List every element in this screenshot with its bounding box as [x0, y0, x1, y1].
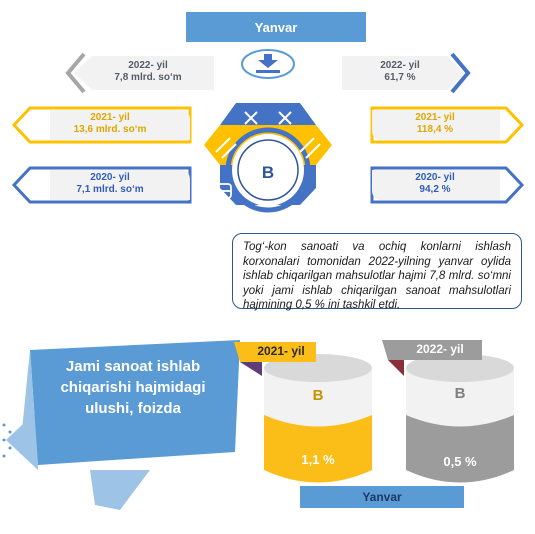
center-letter: B — [261, 163, 275, 182]
right-2020-value: 94,2 % — [419, 184, 451, 195]
ribbon-banner — [6, 340, 240, 510]
explosive-icon — [215, 137, 321, 159]
left-2020-year: 2020- yil — [90, 172, 130, 183]
row-2021-right-arrow — [370, 106, 525, 144]
cylinder-2022-value: 0,5 % — [443, 454, 477, 469]
cylinder-2021-letter: B — [312, 387, 324, 404]
bottom-graphics — [2, 340, 514, 510]
right-2022-value: 61,7 % — [384, 72, 416, 83]
top-graphics — [11, 12, 525, 213]
right-2021-value: 118,4 % — [416, 124, 454, 135]
cylinder-2022-letter: B — [454, 385, 466, 402]
cylinder-2021-year: 2021- yil — [257, 344, 305, 358]
header-title: Yanvar — [254, 20, 298, 35]
left-2022-year: 2022- yil — [128, 60, 168, 71]
footer-label: Yanvar — [362, 490, 402, 504]
download-icon — [241, 49, 295, 79]
left-2020-value: 7,1 mlrd. so‘m — [76, 184, 144, 195]
left-2021-year: 2021- yil — [90, 112, 130, 123]
cylinder-2021 — [234, 342, 372, 483]
left-2022-value: 7,8 mlrd. so‘m — [114, 72, 182, 83]
cylinder-2022 — [382, 340, 514, 483]
row-2020-left-arrow — [11, 166, 192, 204]
hub-top — [220, 103, 316, 125]
decor-dots — [2, 423, 12, 458]
right-2020-year: 2020- yil — [415, 172, 455, 183]
mining-icon — [244, 111, 292, 125]
cylinder-2022-year: 2022- yil — [416, 342, 464, 356]
description-box: Tog‘-kon sanoati va ochiq konlarni ishla… — [232, 233, 522, 311]
right-2022-year: 2022- yil — [380, 60, 420, 71]
cylinder-2021-value: 1,1 % — [301, 452, 335, 467]
header-banner — [186, 12, 366, 42]
center-hub — [204, 103, 332, 213]
right-2021-year: 2021- yil — [415, 112, 455, 123]
row-2021-left-arrow — [11, 106, 192, 144]
ribbon-title: Jami sanoat ishlab chiqarishi hajmidagi … — [60, 358, 206, 417]
footer-banner — [300, 486, 464, 508]
row-2022-right-arrow — [342, 52, 471, 94]
left-2021-value: 13,6 mlrd. so‘m — [73, 124, 147, 135]
row-2020-right-arrow — [370, 166, 525, 204]
row-2022-left-arrow — [65, 52, 214, 94]
cart-icon — [216, 183, 333, 199]
